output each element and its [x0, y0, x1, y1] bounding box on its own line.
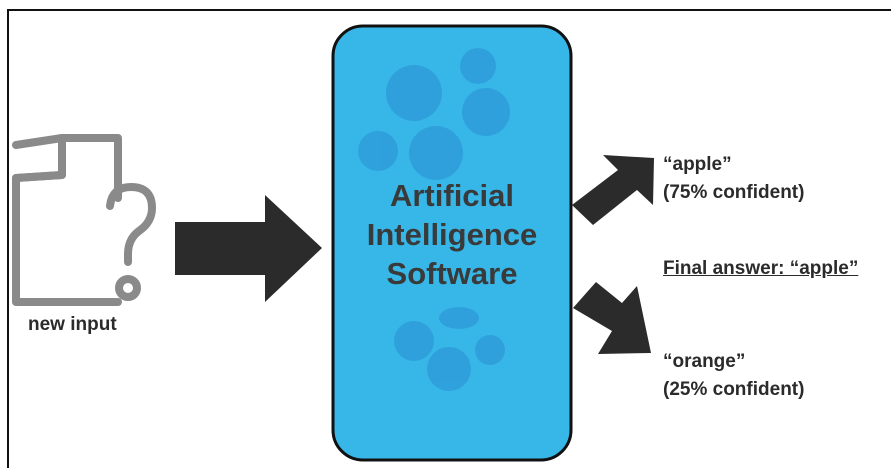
- frame-border-left: [7, 9, 9, 468]
- fruit-collage-icon: [358, 48, 510, 391]
- ai-label-line: Software: [386, 256, 518, 291]
- input-label: new input: [28, 314, 117, 335]
- apple-name: “apple”: [663, 154, 732, 175]
- ai-software-label: Artificial Intelligence Software: [334, 176, 570, 293]
- apple-confidence: (75% confident): [663, 182, 805, 203]
- orange-output-arrow: [573, 282, 651, 354]
- orange-name: “orange”: [663, 351, 746, 372]
- orange-confidence: (25% confident): [663, 379, 805, 400]
- orange-output-label: “orange” (25% confident): [663, 348, 804, 404]
- ai-software-box: [331, 24, 573, 462]
- ai-label-line: Artificial: [389, 178, 515, 213]
- apple-output-arrow: [572, 155, 654, 225]
- input-arrow: [175, 195, 322, 302]
- document-question-icon: [12, 134, 156, 306]
- frame-border-top: [7, 9, 891, 11]
- apple-output-label: “apple” (75% confident): [663, 151, 804, 207]
- final-answer-label: Final answer: “apple”: [663, 258, 859, 279]
- ai-label-line: Intelligence: [366, 217, 538, 252]
